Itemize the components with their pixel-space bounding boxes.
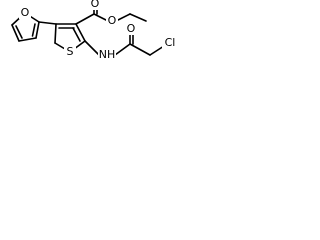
furan-ring — [11, 12, 40, 42]
amide-nitrogen-label: NH — [99, 48, 116, 61]
chlorine-label: Cl — [165, 36, 176, 49]
furan-oxygen-label: O — [21, 6, 30, 19]
bond-thio-c2-c3-double — [72, 27, 81, 42]
bond-furan-c4-c5 — [11, 24, 20, 42]
ester-carbonyl-oxygen-label: O — [91, 0, 100, 10]
ester-ether-oxygen-label: O — [108, 14, 117, 27]
bond-furan-c3-c4 — [18, 37, 37, 42]
bond-ester-c-o — [93, 13, 109, 22]
bond-ester-o-ch2 — [115, 13, 131, 22]
bond-furan-c2-c3 — [35, 21, 40, 39]
amide-oxygen-label: O — [127, 22, 136, 35]
bond-thio-to-nh — [84, 40, 100, 56]
bond-furan-c4-c5-double — [15, 25, 23, 39]
bond-thio-c3-c2 — [75, 23, 86, 42]
bond-furan-to-thiophene — [38, 21, 57, 25]
bond-nh-to-amide-carbon — [114, 43, 131, 56]
bond-ch2-cl — [149, 45, 165, 56]
thiophene-sulfur-label: S — [67, 45, 74, 58]
structure-canvas: O O O O S NH Cl — [0, 0, 199, 130]
chemical-structure-diagram: O O O O S NH Cl — [11, 0, 178, 61]
atom-labels: O O O O S NH Cl — [19, 0, 178, 61]
bond-ethyl — [129, 13, 147, 22]
bond-thio-to-ester-carbon — [75, 13, 95, 25]
bond-amide-c-ch2 — [129, 43, 151, 56]
bond-furan-c2-c3-double — [31, 23, 36, 37]
bond-thio-c5-c4 — [54, 23, 57, 44]
